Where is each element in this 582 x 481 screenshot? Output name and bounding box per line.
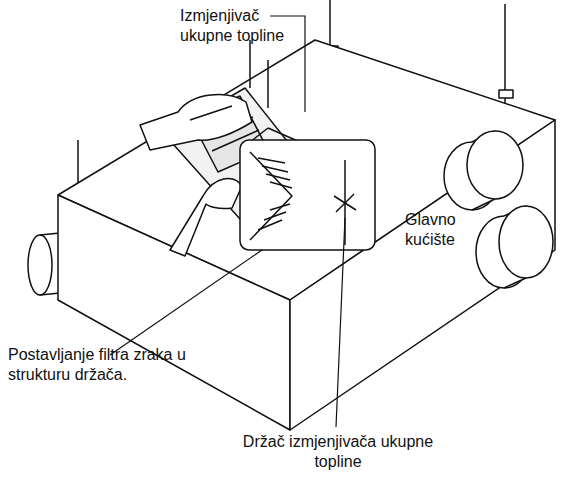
note-label: Postavljanje filtra zraka u strukturu dr… <box>8 345 208 385</box>
part-label: Glavno kućište <box>405 210 485 250</box>
part-label: Izmjenjivač ukupne topline <box>180 6 305 46</box>
part-label: Držač izmjenjivača ukupne topline <box>228 432 448 472</box>
